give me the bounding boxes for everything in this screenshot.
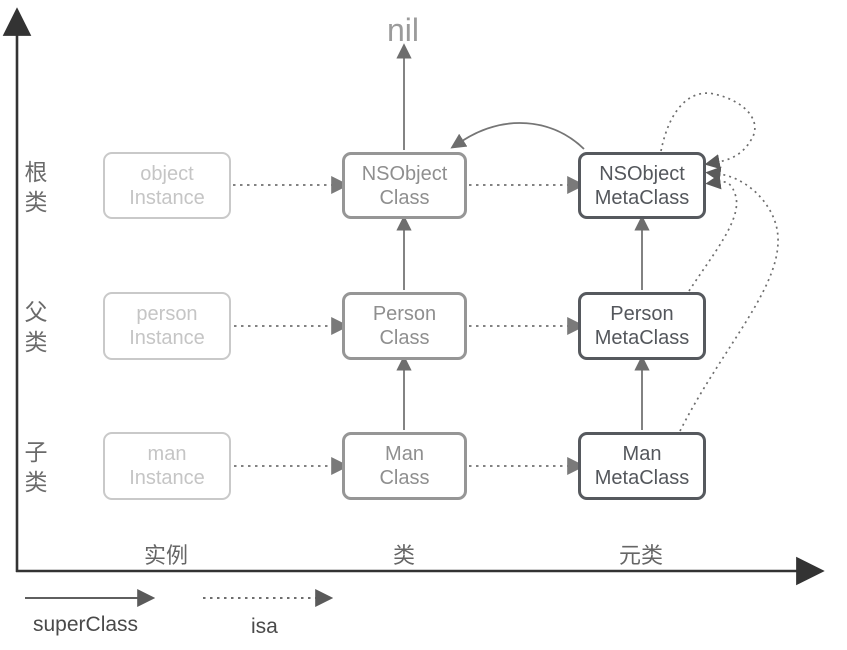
nil-label: nil (386, 12, 420, 48)
legend-isa-label: isa (251, 615, 278, 638)
x-axis-label-class: 类 (392, 543, 416, 568)
x-axis-label-metaclass: 元类 (618, 543, 664, 568)
legend-superclass-label: superClass (33, 613, 139, 636)
node-person-class: Person Class (342, 292, 467, 360)
node-person-instance: person Instance (103, 292, 231, 360)
y-axis-label-parent-class: 父 类 (24, 299, 48, 355)
x-axis-label-instance: 实例 (143, 543, 189, 568)
isa-selfloop-nsobjectmeta (660, 92, 756, 170)
y-axis-label-root-class: 根 类 (24, 159, 48, 215)
node-man-instance: man Instance (103, 432, 231, 500)
node-person-metaclass: Person MetaClass (578, 292, 706, 360)
isa-curve-personmeta-to-nsobjectmeta (688, 174, 738, 292)
superclass-arrow-nsobjectmeta-to-nsobjectclass (450, 122, 585, 150)
node-nsobject-metaclass: NSObject MetaClass (578, 152, 706, 219)
node-nsobject-class: NSObject Class (342, 152, 467, 219)
node-man-class: Man Class (342, 432, 467, 500)
node-man-metaclass: Man MetaClass (578, 432, 706, 500)
y-axis-label-child-class: 子 类 (24, 439, 48, 495)
node-object-instance: object Instance (103, 152, 231, 219)
